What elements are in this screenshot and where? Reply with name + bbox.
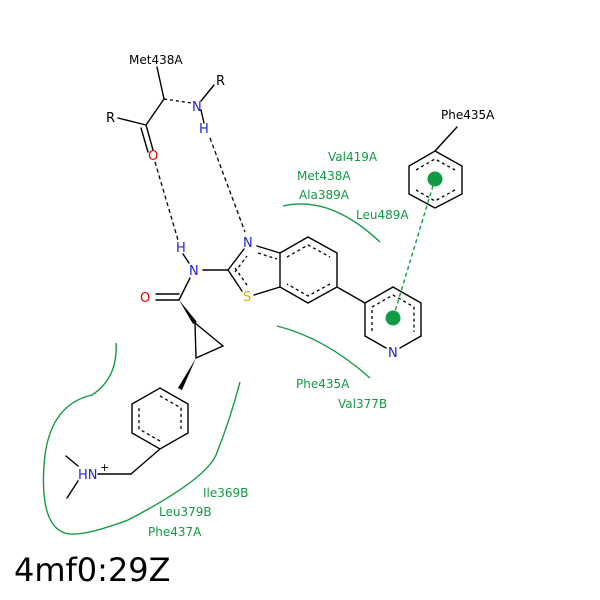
label-met438a: Met438A — [297, 169, 351, 183]
atom-o-backbone: O — [148, 149, 158, 164]
label-phe435a-top: Phe435A — [441, 108, 495, 122]
atom-r-left: R — [106, 111, 115, 126]
label-phe437a: Phe437A — [148, 525, 202, 539]
atom-o-amide: O — [140, 291, 150, 306]
label-ile369b: Ile369B — [203, 486, 248, 500]
label-leu489a: Leu489A — [356, 208, 409, 222]
hydrophobic-arc-upper — [282, 203, 381, 243]
pi-center-phe435a — [427, 171, 443, 187]
diagram-title: 4mf0:29Z — [14, 551, 171, 589]
hydrophobic-arc-lower — [42, 342, 241, 535]
label-phe435a: Phe435A — [296, 377, 350, 391]
atom-n-amide: N — [189, 264, 199, 279]
label-val377b: Val377B — [338, 397, 387, 411]
label-leu379b: Leu379B — [159, 505, 212, 519]
ligand-structure — [65, 236, 422, 499]
hbond-o-h — [154, 161, 179, 241]
atom-n-amine-charge: + — [100, 461, 109, 474]
label-ala389a: Ala389A — [299, 188, 350, 202]
pi-center-pyridine — [385, 310, 401, 326]
label-met438a-top: Met438A — [129, 53, 183, 67]
atom-n-pyridine: N — [388, 346, 398, 361]
atom-h-backbone: H — [199, 122, 209, 137]
atom-h-amide: H — [176, 241, 186, 256]
label-val419a: Val419A — [328, 150, 378, 164]
atom-n-thiazole: N — [243, 236, 253, 251]
hydrophobic-arc-middle — [276, 325, 371, 379]
atom-r-top: R — [216, 74, 225, 89]
backbone-fragment — [117, 66, 215, 153]
hbond-h-n — [209, 137, 246, 233]
atom-n-amine: HN — [78, 468, 98, 483]
atom-s-thiazole: S — [243, 290, 251, 305]
pi-stacking-line — [392, 178, 436, 319]
phe435a-ring — [408, 126, 463, 209]
atom-n-backbone: N — [192, 100, 202, 115]
